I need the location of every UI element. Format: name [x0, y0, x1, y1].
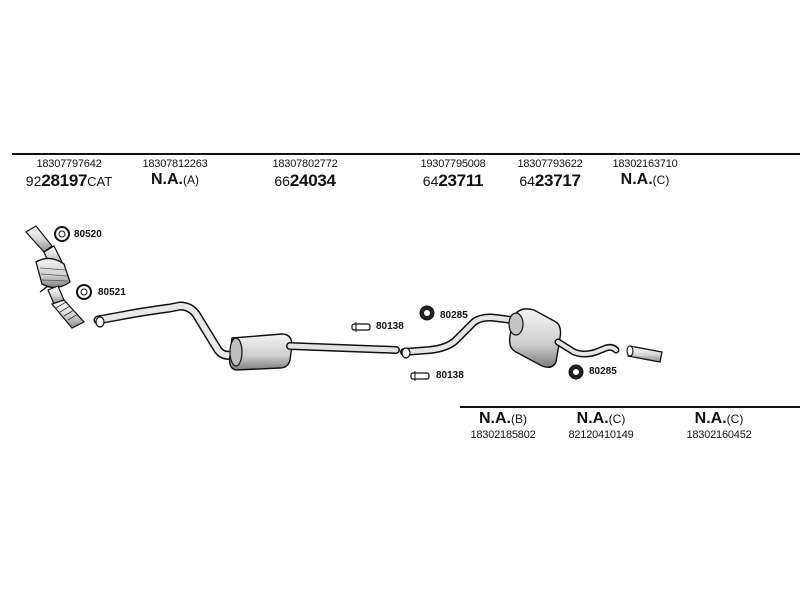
- rubber-hanger-icon: [568, 364, 584, 380]
- catalytic-converter: [25, 225, 85, 329]
- tail-pipe: [626, 345, 663, 363]
- part-label-rear-silencer: 18307793622 6423717: [495, 158, 605, 191]
- oem-number: 18307793622: [517, 158, 583, 170]
- front-pipe-and-middle-silencer: [93, 301, 400, 371]
- oem-number: 18302163710: [612, 158, 678, 170]
- part-label-bottom-b: N.A.(B) 18302185802: [448, 410, 558, 441]
- part-label-bottom-c1: N.A.(C) 82120410149: [546, 410, 656, 441]
- callout-gasket-lower: 80521: [98, 287, 126, 298]
- part-code: N.A.(A): [151, 171, 199, 188]
- part-code: N.A.(C): [576, 410, 626, 427]
- part-label-middle-silencer: 18307802772 6624034: [250, 158, 360, 191]
- callout-clamp-lower: 80138: [436, 370, 464, 381]
- part-code: 6624034: [274, 171, 336, 190]
- rubber-hanger-icon: [419, 305, 435, 321]
- part-label-tail-pipe: 18302163710 N.A.(C): [590, 158, 700, 189]
- clamp-icon: [351, 322, 371, 332]
- oem-number: 18307797642: [36, 158, 102, 170]
- oem-number: 18307812263: [142, 158, 208, 170]
- gasket-icon: [54, 226, 70, 242]
- callout-hanger-upper: 80285: [440, 310, 468, 321]
- bottom-divider-line: [460, 406, 800, 408]
- callout-hanger-lower: 80285: [589, 366, 617, 377]
- part-code: 6423711: [422, 171, 484, 190]
- part-label-bottom-c2: N.A.(C) 18302160452: [664, 410, 774, 441]
- part-code: 6423717: [519, 171, 581, 190]
- part-code: 9228197CAT: [25, 171, 113, 190]
- oem-number: 19307795008: [420, 158, 486, 170]
- part-code: N.A.(C): [620, 171, 670, 188]
- intermediate-pipe-and-rear-silencer: [400, 308, 620, 369]
- gasket-icon: [76, 284, 92, 300]
- part-label-intermediate-pipe: 19307795008 6423711: [398, 158, 508, 191]
- clamp-icon: [410, 371, 430, 381]
- oem-number: 18302185802: [470, 429, 536, 441]
- part-code: N.A.(C): [694, 410, 744, 427]
- part-code: N.A.(B): [479, 410, 527, 427]
- callout-clamp-upper: 80138: [376, 321, 404, 332]
- part-label-front-pipe: 18307812263 N.A.(A): [120, 158, 230, 189]
- oem-number: 82120410149: [568, 429, 634, 441]
- callout-gasket-upper: 80520: [74, 229, 102, 240]
- oem-number: 18307802772: [272, 158, 338, 170]
- oem-number: 18302160452: [686, 429, 752, 441]
- part-label-catalytic-converter: 18307797642 9228197CAT: [14, 158, 124, 191]
- top-divider-line: [12, 153, 800, 155]
